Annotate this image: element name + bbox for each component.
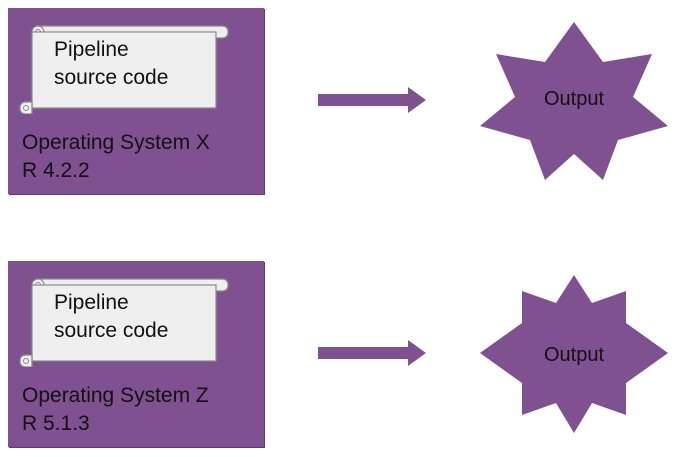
scroll-icon [19,25,229,114]
r-version: R 5.1.3 [22,412,90,435]
os-name: Operating System X [22,131,210,154]
right-arrow-icon [318,340,426,366]
output-label: Output [543,344,605,366]
r-version: R 4.2.2 [22,159,90,182]
output-star-icon [480,275,668,433]
scroll-label: Pipeline source code [54,36,168,92]
source-code-scroll: Pipeline source code [18,22,230,114]
output-label: Output [543,88,605,110]
scroll-label-line2: source code [54,66,169,89]
scroll-label-line1: Pipeline [54,38,129,61]
os-label: Operating System X R 4.2.2 [22,129,210,185]
scroll-label: Pipeline source code [54,289,168,345]
source-code-scroll: Pipeline source code [18,275,230,367]
output-star-icon [480,22,668,180]
scroll-label-line2: source code [54,319,169,342]
os-name: Operating System Z [22,384,209,407]
right-arrow-icon [318,87,426,113]
scroll-icon [19,278,229,367]
scroll-label-line1: Pipeline [54,291,129,314]
os-label: Operating System Z R 5.1.3 [22,382,209,438]
